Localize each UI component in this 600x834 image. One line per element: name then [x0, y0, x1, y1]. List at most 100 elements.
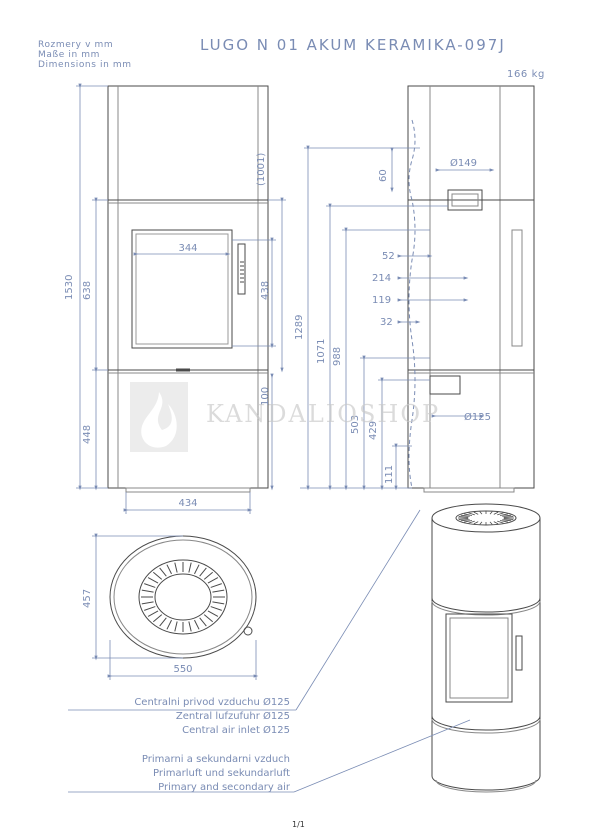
dim-988: 988 [332, 347, 343, 366]
iso-grate-slot [464, 513, 473, 516]
plan-dimensions [92, 533, 259, 680]
iso-grate-slot [502, 514, 512, 517]
dim-60: 60 [378, 169, 389, 182]
iso-grate-slot [489, 521, 493, 525]
page-number: 1/1 [292, 820, 305, 829]
plan-grate-slot [199, 617, 207, 627]
dim-inlet-diameter: Ø125 [464, 411, 491, 423]
air-inlet [429, 375, 461, 395]
dim-111: 111 [384, 465, 395, 484]
side-dimension-labels: 1289 1071 988 503 429 111 60 52 214 119 … [294, 157, 491, 484]
plan-grate-slot [194, 564, 200, 575]
dim-429: 429 [368, 421, 379, 440]
dim-214: 214 [372, 273, 391, 284]
note-primary-air-de: Primarluft und sekundarluft [153, 768, 290, 779]
iso-grate-slot [502, 519, 512, 522]
iso-grate-slot [493, 521, 499, 525]
iso-door-handle [515, 635, 523, 671]
iso-grate-slot [497, 520, 504, 524]
note-central-air-en: Central air inlet Ø125 [182, 724, 290, 736]
iso-grate-slot [499, 513, 508, 516]
plan-grate-slot [159, 617, 167, 627]
front-door-glass [131, 229, 233, 349]
dim-32: 32 [380, 317, 393, 328]
units-de: Maße in mm [38, 50, 100, 60]
dim-flue-diameter: Ø149 [450, 157, 477, 169]
plan-grate-slot [207, 610, 219, 617]
dim-door-width: 344 [178, 243, 197, 254]
plan-grate-slot [199, 567, 207, 577]
watermark-text: KANDALIOSHOP [206, 400, 441, 428]
plan-grate-slots [141, 562, 225, 632]
dim-height-base: 448 [82, 425, 93, 444]
note-primary-air-en: Primary and secondary air [158, 782, 291, 793]
side-view [407, 85, 535, 493]
front-dimensions [76, 83, 286, 514]
side-dimensions [300, 145, 495, 491]
plan-grate-slot [166, 564, 172, 575]
plan-view [109, 535, 257, 659]
plan-grate-slot [207, 577, 219, 584]
dim-height-total: 1530 [64, 275, 75, 300]
plan-grate-slot [212, 589, 225, 593]
plan-grate-slot [210, 606, 222, 611]
dim-width: 434 [178, 498, 197, 509]
iso-grate-slot [468, 520, 475, 524]
iso-grate-slot [489, 511, 493, 515]
dim-plan-width: 550 [173, 664, 192, 675]
dim-base-offset: 100 [260, 387, 271, 406]
front-door-handle [237, 243, 246, 295]
iso-grate-slot [473, 521, 479, 525]
iso-grate-slot [479, 511, 483, 515]
iso-grate-slot [497, 512, 504, 516]
plan-grate-slot [203, 571, 214, 580]
plan-grate-slot [212, 601, 225, 605]
plan-grate-slot [210, 583, 222, 588]
dim-1071: 1071 [316, 339, 327, 364]
plan-grate-slot [152, 571, 163, 580]
units-en: Dimensions in mm [38, 60, 132, 70]
iso-door-glass [445, 613, 513, 703]
weight-label: 166 kg [507, 69, 546, 80]
plan-grate-slot [147, 610, 159, 617]
plan-grate-slot [188, 621, 192, 632]
plan-grate-slot [141, 601, 154, 605]
plan-grate-slot [166, 619, 172, 630]
notes-text: Centralni privod vzduchu Ø125 Zentral lu… [134, 696, 291, 793]
plan-grate-slot [159, 567, 167, 577]
dim-52: 52 [382, 251, 395, 262]
note-central-air-de: Zentral lufzufuhr Ø125 [176, 710, 290, 722]
plan-air-inlet [243, 626, 253, 636]
note-central-air-cz: Centralni privod vzduchu Ø125 [134, 696, 290, 708]
plan-grate-slot [152, 614, 163, 623]
iso-grate-slot [458, 518, 469, 520]
iso-grate-slot [503, 518, 514, 520]
plan-grate-slot [147, 577, 159, 584]
note-leaders [68, 509, 471, 793]
front-view [107, 85, 269, 493]
flue-outlet [447, 189, 483, 211]
drawing-title: LUGO N 01 AKUM KERAMIKA-097J [200, 36, 506, 54]
plan-grate-slot [174, 621, 178, 632]
plan-grate-slot [188, 562, 192, 573]
iso-top [431, 503, 541, 533]
units-note: Rozmery v mm Maße in mm Dimensions in mm [38, 40, 132, 70]
dim-height-glass: 638 [82, 281, 93, 300]
dim-plan-depth: 457 [82, 589, 93, 608]
dim-503: 503 [350, 415, 361, 434]
iso-body [431, 518, 541, 791]
iso-top-grate [458, 511, 514, 525]
iso-grate-slot [479, 521, 483, 525]
iso-grate-slot [499, 520, 508, 523]
iso-grate-slot [468, 512, 475, 516]
iso-grate-slot [493, 511, 499, 515]
iso-grate-slot [460, 519, 470, 522]
plan-grate-slot [194, 619, 200, 630]
watermark-logo [130, 382, 188, 452]
note-primary-air-cz: Primarni a sekundarni vzduch [142, 754, 290, 765]
dim-1289: 1289 [294, 315, 305, 340]
iso-grate-slot [503, 516, 514, 518]
iso-grate-slot [460, 514, 470, 517]
plan-grate-slot [144, 606, 156, 611]
